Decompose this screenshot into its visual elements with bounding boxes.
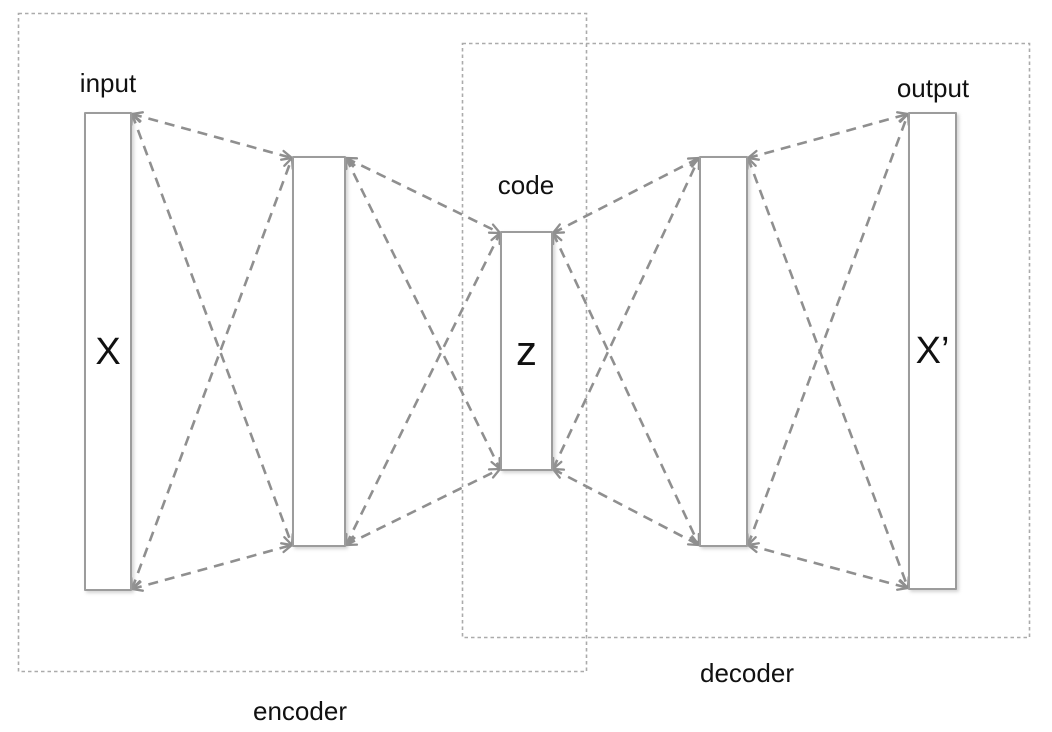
decoder-label: decoder bbox=[700, 658, 794, 688]
output-layer-rect: X’ bbox=[908, 112, 957, 590]
connection-line bbox=[130, 111, 294, 161]
input-layer-rect: X bbox=[84, 112, 132, 591]
encoder-label: encoder bbox=[253, 696, 347, 726]
code-layer-rect: z bbox=[500, 231, 553, 471]
code-label: code bbox=[497, 170, 555, 200]
connection-line bbox=[130, 156, 294, 591]
connection-lines bbox=[130, 111, 910, 592]
connection-line bbox=[746, 112, 910, 547]
connection-line bbox=[551, 467, 701, 547]
connection-line bbox=[746, 111, 910, 161]
connection-line bbox=[551, 156, 701, 235]
connection-line bbox=[551, 231, 701, 547]
connection-line bbox=[344, 156, 502, 235]
output-label: output bbox=[896, 73, 970, 103]
connection-line bbox=[746, 156, 910, 590]
connection-line bbox=[551, 156, 701, 471]
output-symbol: X’ bbox=[915, 330, 950, 372]
connection-line bbox=[344, 156, 502, 471]
encoder-hidden-layer-rect bbox=[292, 156, 346, 547]
connection-line bbox=[130, 112, 294, 547]
connection-line bbox=[130, 542, 294, 592]
decoder-hidden-layer-rect bbox=[699, 156, 748, 547]
code-symbol: z bbox=[516, 327, 537, 374]
input-symbol: X bbox=[95, 330, 121, 373]
connection-line bbox=[344, 467, 502, 547]
connection-line bbox=[746, 542, 910, 591]
connection-line bbox=[344, 231, 502, 547]
input-label: input bbox=[79, 68, 137, 98]
